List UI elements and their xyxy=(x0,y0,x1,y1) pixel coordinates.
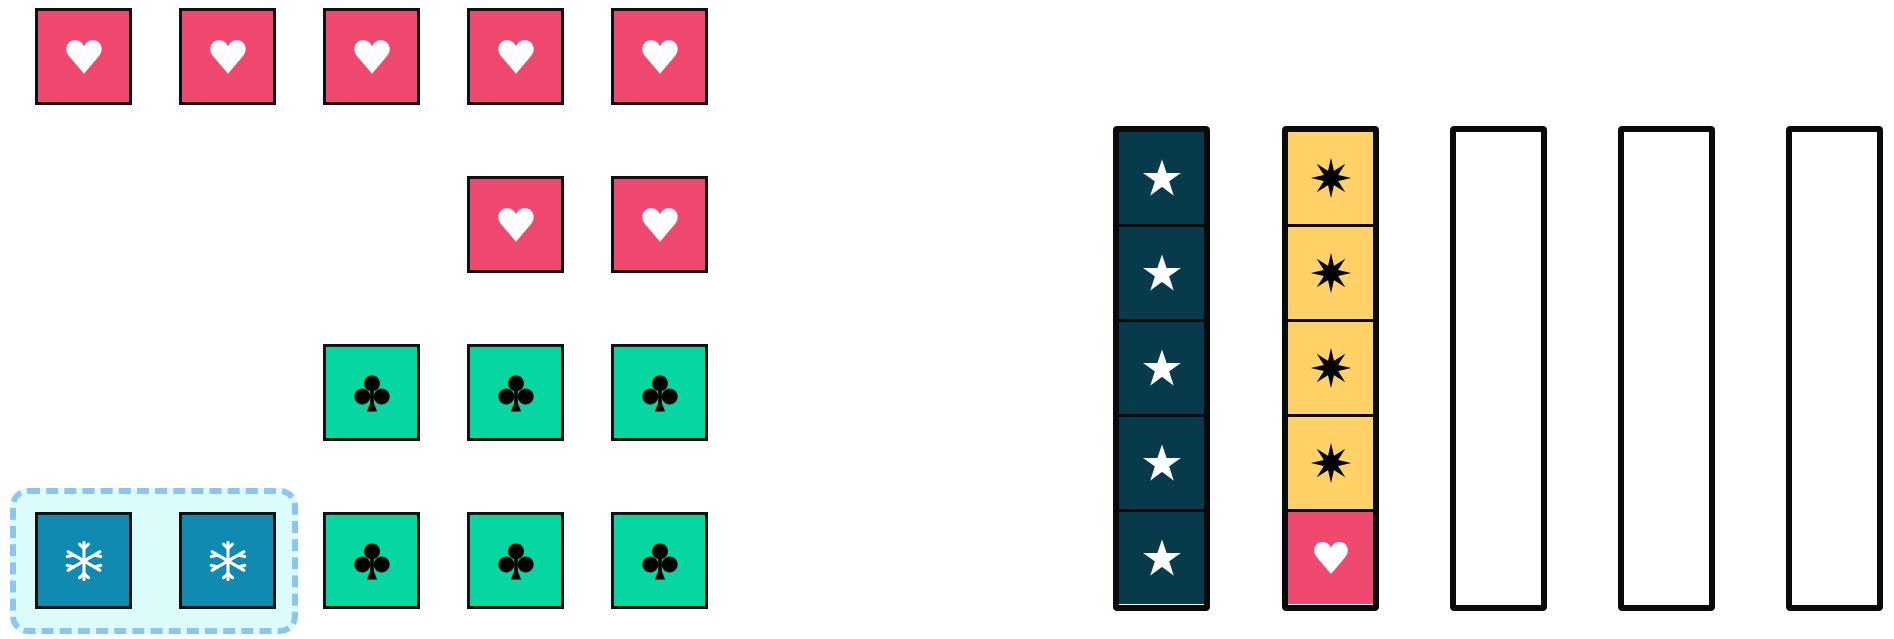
tube-5[interactable] xyxy=(1786,126,1883,611)
star-block xyxy=(1119,224,1204,319)
heart-icon xyxy=(206,35,250,79)
heart-tile[interactable] xyxy=(611,8,708,105)
star-block xyxy=(1119,414,1204,509)
heart-block xyxy=(1288,509,1373,604)
star-block xyxy=(1119,319,1204,414)
burst-icon xyxy=(1310,252,1352,294)
heart-icon xyxy=(1310,537,1352,579)
heart-tile[interactable] xyxy=(179,8,276,105)
heart-icon xyxy=(350,35,394,79)
club-icon xyxy=(494,371,538,415)
heart-tile[interactable] xyxy=(611,176,708,273)
club-icon xyxy=(638,539,682,583)
snow-icon xyxy=(206,539,250,583)
snow-tile[interactable] xyxy=(35,512,132,609)
tube-1[interactable] xyxy=(1113,126,1210,611)
heart-tile[interactable] xyxy=(467,176,564,273)
burst-icon xyxy=(1310,442,1352,484)
star-block xyxy=(1119,132,1204,224)
star-icon xyxy=(1141,347,1183,389)
club-icon xyxy=(350,371,394,415)
club-tile[interactable] xyxy=(323,512,420,609)
tube-4[interactable] xyxy=(1618,126,1715,611)
snow-tile[interactable] xyxy=(179,512,276,609)
heart-icon xyxy=(494,35,538,79)
star-icon xyxy=(1141,442,1183,484)
heart-icon xyxy=(494,203,538,247)
club-tile[interactable] xyxy=(611,344,708,441)
club-tile[interactable] xyxy=(467,512,564,609)
snow-icon xyxy=(62,539,106,583)
heart-tile[interactable] xyxy=(35,8,132,105)
burst-block xyxy=(1288,224,1373,319)
star-icon xyxy=(1141,157,1183,199)
burst-block xyxy=(1288,414,1373,509)
heart-tile[interactable] xyxy=(467,8,564,105)
tube-2[interactable] xyxy=(1282,126,1379,611)
club-icon xyxy=(494,539,538,583)
star-icon xyxy=(1141,252,1183,294)
tube-3[interactable] xyxy=(1450,126,1547,611)
burst-block xyxy=(1288,319,1373,414)
burst-block xyxy=(1288,132,1373,224)
club-tile[interactable] xyxy=(467,344,564,441)
heart-icon xyxy=(62,35,106,79)
heart-tile[interactable] xyxy=(323,8,420,105)
star-block xyxy=(1119,509,1204,604)
star-icon xyxy=(1141,537,1183,579)
burst-icon xyxy=(1310,157,1352,199)
heart-icon xyxy=(638,35,682,79)
club-tile[interactable] xyxy=(611,512,708,609)
club-icon xyxy=(350,539,394,583)
club-icon xyxy=(638,371,682,415)
burst-icon xyxy=(1310,347,1352,389)
club-tile[interactable] xyxy=(323,344,420,441)
heart-icon xyxy=(638,203,682,247)
